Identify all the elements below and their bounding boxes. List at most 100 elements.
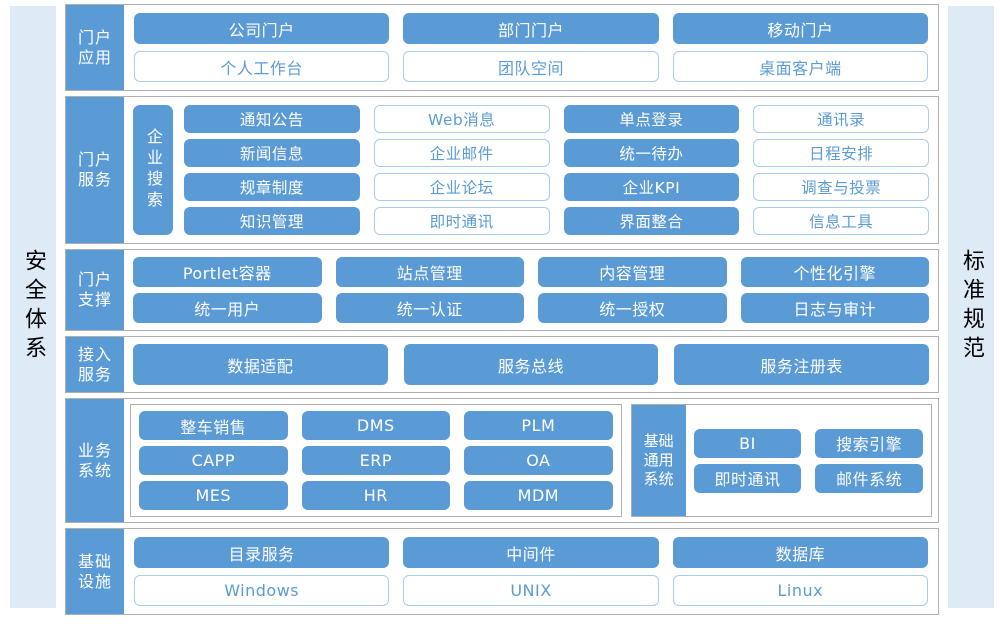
row-label-infrastructure: 基础 设施: [66, 529, 124, 614]
layer-row-business-systems: 业务 系统 整车销售 DMS PLM CAPP ERP OA: [65, 398, 939, 523]
row-label-line1: 门户: [77, 27, 112, 47]
chip-line: 数据适配 服务总线 服务注册表: [133, 344, 930, 385]
chip-enterprise-kpi[interactable]: 企业KPI: [563, 173, 740, 201]
chip-capp[interactable]: CAPP: [139, 446, 288, 475]
chip-portlet-container[interactable]: Portlet容器: [133, 257, 322, 287]
chip-enterprise-mail[interactable]: 企业邮件: [373, 139, 550, 167]
chip-notice-announcement[interactable]: 通知公告: [184, 105, 360, 133]
chip-search-engine[interactable]: 搜索引擎: [815, 428, 923, 458]
chip-mobile-portal[interactable]: 移动门户: [672, 13, 928, 44]
chip-line: 个人工作台 团队空间 桌面客户端: [134, 51, 928, 82]
layer-row-access-services: 接入 服务 数据适配 服务总线 服务注册表: [65, 336, 939, 393]
business-group-core-inner: 整车销售 DMS PLM CAPP ERP OA MES HR MDM: [131, 405, 621, 516]
chip-log-audit[interactable]: 日志与审计: [740, 293, 929, 323]
business-group-common-label-line2: 通用: [643, 451, 674, 470]
row-label-line2: 应用: [77, 47, 112, 67]
chip-web-message[interactable]: Web消息: [373, 105, 550, 133]
left-pillar-label: 安全体系: [21, 249, 46, 365]
row-label-portal-support: 门户 支撑: [66, 250, 124, 330]
chip-line: MES HR MDM: [139, 481, 613, 510]
chip-personalization-engine[interactable]: 个性化引擎: [740, 257, 929, 287]
chip-single-sign-on[interactable]: 单点登录: [563, 105, 740, 133]
chip-line: 新闻信息 企业邮件 统一待办 日程安排: [184, 139, 929, 167]
chip-line: 目录服务 中间件 数据库: [134, 537, 928, 568]
chip-mes[interactable]: MES: [139, 481, 288, 510]
layer-row-portal-services: 门户 服务 企业搜索 通知公告 Web消息 单点登录 通讯录 新闻信息: [65, 96, 939, 244]
row-label-line2: 服务: [77, 364, 112, 384]
chip-unified-user[interactable]: 统一用户: [133, 293, 322, 323]
chip-unix[interactable]: UNIX: [403, 575, 659, 606]
chip-linux[interactable]: Linux: [672, 575, 928, 606]
chip-knowledge-management[interactable]: 知识管理: [184, 207, 360, 235]
chip-content-management[interactable]: 内容管理: [538, 257, 727, 287]
row-body-portal-services: 企业搜索 通知公告 Web消息 单点登录 通讯录 新闻信息 企业邮件 统一待办 …: [124, 97, 938, 243]
layer-row-infrastructure: 基础 设施 目录服务 中间件 数据库 Windows UNIX Linux: [65, 528, 939, 615]
chip-database[interactable]: 数据库: [672, 537, 928, 568]
chip-enterprise-search[interactable]: 企业搜索: [133, 105, 173, 235]
chip-enterprise-forum[interactable]: 企业论坛: [373, 173, 550, 201]
chip-middleware[interactable]: 中间件: [403, 537, 659, 568]
chip-team-space[interactable]: 团队空间: [403, 51, 659, 82]
chip-schedule[interactable]: 日程安排: [753, 139, 929, 167]
chip-service-registry[interactable]: 服务注册表: [674, 344, 930, 385]
row-label-line1: 接入: [77, 344, 112, 364]
row-label-line2: 支撑: [77, 290, 112, 309]
chip-instant-messaging-common[interactable]: 即时通讯: [693, 463, 802, 493]
chip-line: Portlet容器 站点管理 内容管理 个性化引擎: [133, 257, 929, 287]
chip-ui-integration[interactable]: 界面整合: [563, 207, 740, 235]
row-body-portal-apps: 公司门户 部门门户 移动门户 个人工作台 团队空间 桌面客户端: [124, 5, 938, 90]
chip-personal-workbench[interactable]: 个人工作台: [134, 51, 390, 82]
business-group-core: 整车销售 DMS PLM CAPP ERP OA MES HR MDM: [130, 404, 622, 517]
chip-rules-regulations[interactable]: 规章制度: [184, 173, 360, 201]
layer-stack: 门户 应用 公司门户 部门门户 移动门户 个人工作台 团队空间 桌面客户端 门户: [65, 4, 939, 626]
chip-directory-service[interactable]: 目录服务: [134, 537, 390, 568]
business-group-common-label: 基础 通用 系统: [631, 405, 686, 516]
chip-department-portal[interactable]: 部门门户: [403, 13, 659, 44]
business-group-common: 基础 通用 系统 BI 搜索引擎 即时通讯 邮件系统: [630, 404, 932, 517]
chip-line: 知识管理 即时通讯 界面整合 信息工具: [184, 207, 929, 235]
chip-unified-authorization[interactable]: 统一授权: [538, 293, 727, 323]
chip-data-adapter[interactable]: 数据适配: [133, 344, 388, 385]
chip-news-info[interactable]: 新闻信息: [184, 139, 360, 167]
row-body-access-services: 数据适配 服务总线 服务注册表: [124, 337, 938, 392]
chip-vehicle-sales[interactable]: 整车销售: [139, 411, 288, 440]
chip-mdm[interactable]: MDM: [464, 481, 613, 510]
row-body-business-systems: 整车销售 DMS PLM CAPP ERP OA MES HR MDM: [124, 399, 938, 522]
business-group-common-inner: BI 搜索引擎 即时通讯 邮件系统: [686, 405, 931, 516]
chip-oa[interactable]: OA: [464, 446, 613, 475]
chip-instant-messaging[interactable]: 即时通讯: [373, 207, 550, 235]
business-group-common-label-line3: 系统: [643, 469, 674, 488]
chip-address-book[interactable]: 通讯录: [753, 105, 929, 133]
chip-mail-system[interactable]: 邮件系统: [815, 463, 923, 493]
chip-windows[interactable]: Windows: [134, 575, 390, 606]
chip-unified-authentication[interactable]: 统一认证: [335, 293, 524, 323]
row-label-line1: 门户: [77, 150, 112, 170]
row-body-portal-support: Portlet容器 站点管理 内容管理 个性化引擎 统一用户 统一认证 统一授权…: [124, 250, 938, 330]
chip-service-bus[interactable]: 服务总线: [403, 344, 659, 385]
chip-info-tools[interactable]: 信息工具: [753, 207, 929, 235]
chip-erp[interactable]: ERP: [301, 446, 451, 475]
chip-line: 通知公告 Web消息 单点登录 通讯录: [184, 105, 929, 133]
chip-plm[interactable]: PLM: [464, 411, 613, 440]
row-label-portal-apps: 门户 应用: [66, 5, 124, 90]
row-label-line1: 门户: [77, 270, 112, 290]
chip-hr[interactable]: HR: [301, 481, 451, 510]
chip-line: 即时通讯 邮件系统: [693, 463, 923, 493]
chip-survey-vote[interactable]: 调查与投票: [753, 173, 929, 201]
chip-line: CAPP ERP OA: [139, 446, 613, 475]
chip-site-management[interactable]: 站点管理: [335, 257, 524, 287]
chip-line: 整车销售 DMS PLM: [139, 411, 613, 440]
chip-unified-todo[interactable]: 统一待办: [563, 139, 740, 167]
chip-line: Windows UNIX Linux: [134, 575, 928, 606]
chip-line: BI 搜索引擎: [693, 428, 923, 458]
row-label-access-services: 接入 服务: [66, 337, 124, 392]
chip-line: 规章制度 企业论坛 企业KPI 调查与投票: [184, 173, 929, 201]
layer-row-portal-support: 门户 支撑 Portlet容器 站点管理 内容管理 个性化引擎 统一用户 统一认…: [65, 249, 939, 331]
chip-desktop-client[interactable]: 桌面客户端: [672, 51, 928, 82]
chip-bi[interactable]: BI: [693, 428, 802, 458]
layer-row-portal-apps: 门户 应用 公司门户 部门门户 移动门户 个人工作台 团队空间 桌面客户端: [65, 4, 939, 91]
chip-dms[interactable]: DMS: [301, 411, 451, 440]
chip-company-portal[interactable]: 公司门户: [134, 13, 390, 44]
row-label-portal-services: 门户 服务: [66, 97, 124, 243]
